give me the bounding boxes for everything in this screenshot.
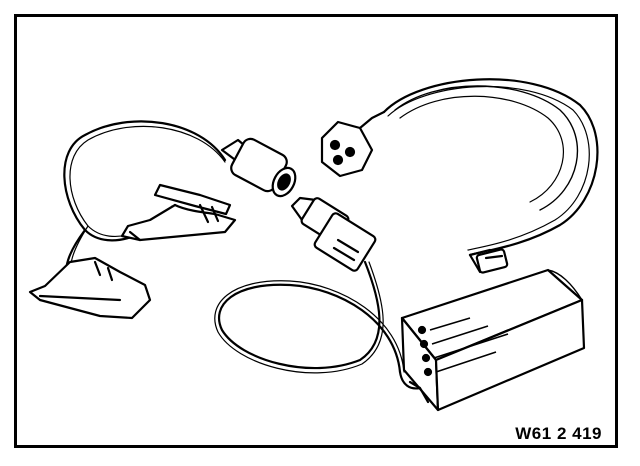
coiled-cable <box>382 78 599 257</box>
charger-control-unit-icon <box>400 268 586 412</box>
led-legend <box>429 317 509 373</box>
figure-id-label: W61 2 419 <box>515 424 602 443</box>
battery-clamp-icon <box>28 256 152 320</box>
unit-cable <box>217 260 402 374</box>
battery-clamp-icon <box>120 183 237 242</box>
diagnostic-connector-icon <box>320 110 386 178</box>
lighter-plug-icon <box>290 196 377 272</box>
lighter-socket-icon <box>220 137 297 198</box>
cable-end-connector-icon <box>468 248 509 274</box>
